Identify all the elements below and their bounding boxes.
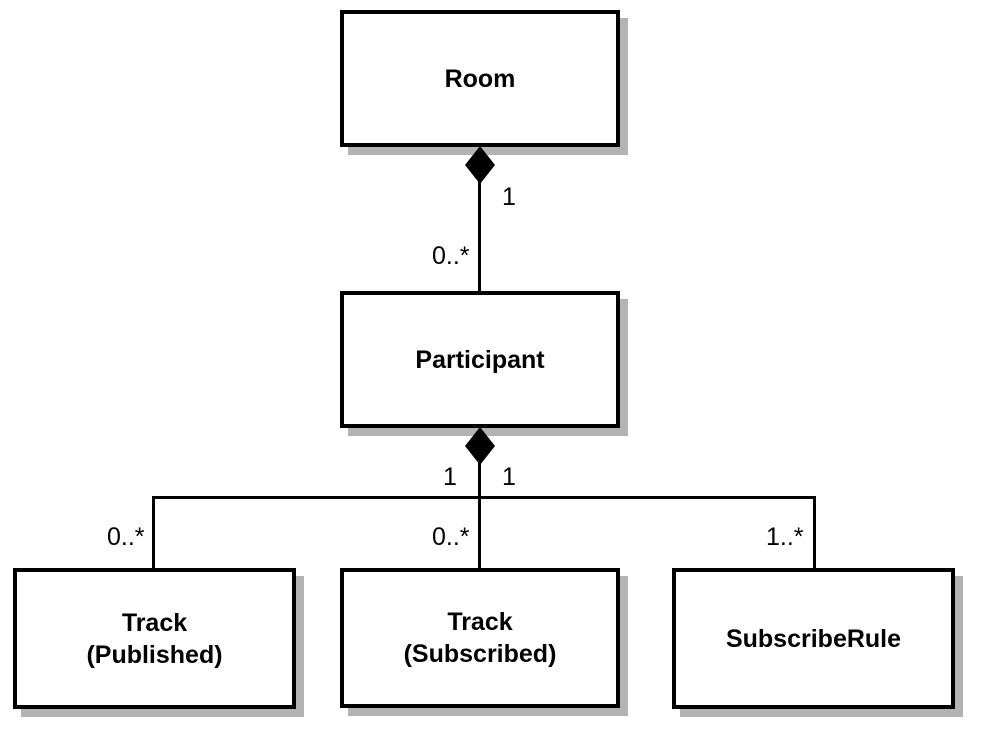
multiplicity-track-subscribed-child: 0..* xyxy=(432,523,470,551)
composition-diamond-room-icon xyxy=(465,146,495,184)
multiplicity-participant-child: 0..* xyxy=(432,242,470,270)
node-track-subscribed-line1: Track xyxy=(447,608,513,636)
multiplicity-participant-parent-left: 1 xyxy=(443,463,457,491)
multiplicity-room-parent: 1 xyxy=(502,183,516,211)
node-subscribe-rule: SubscribeRule xyxy=(672,568,955,709)
edge-room-participant-line xyxy=(478,145,481,291)
multiplicity-subscribe-rule-child: 1..* xyxy=(766,523,804,551)
composition-diamond-participant-icon xyxy=(465,427,495,465)
node-track-subscribed-label: Track (Subscribed) xyxy=(404,606,557,670)
node-track-published-line1: Track xyxy=(121,608,188,637)
edge-track-published-stub-line xyxy=(152,496,155,568)
node-track-subscribed: Track (Subscribed) xyxy=(340,568,620,708)
multiplicity-track-published-child: 0..* xyxy=(107,523,145,551)
node-track-published: Track (Published) xyxy=(13,568,296,709)
node-track-published-label: Track (Published) xyxy=(86,607,222,671)
edge-branch-horizontal-line xyxy=(152,496,816,499)
node-room: Room xyxy=(340,10,620,147)
node-participant-label: Participant xyxy=(415,345,545,374)
node-track-published-line2: (Published) xyxy=(86,640,223,669)
node-participant: Participant xyxy=(340,291,620,428)
node-track-subscribed-line2: (Subscribed) xyxy=(403,640,557,668)
node-subscribe-rule-label: SubscribeRule xyxy=(725,624,902,653)
multiplicity-participant-parent-right: 1 xyxy=(502,463,516,491)
node-room-label: Room xyxy=(444,64,516,93)
edge-subscribe-rule-stub-line xyxy=(813,496,816,568)
